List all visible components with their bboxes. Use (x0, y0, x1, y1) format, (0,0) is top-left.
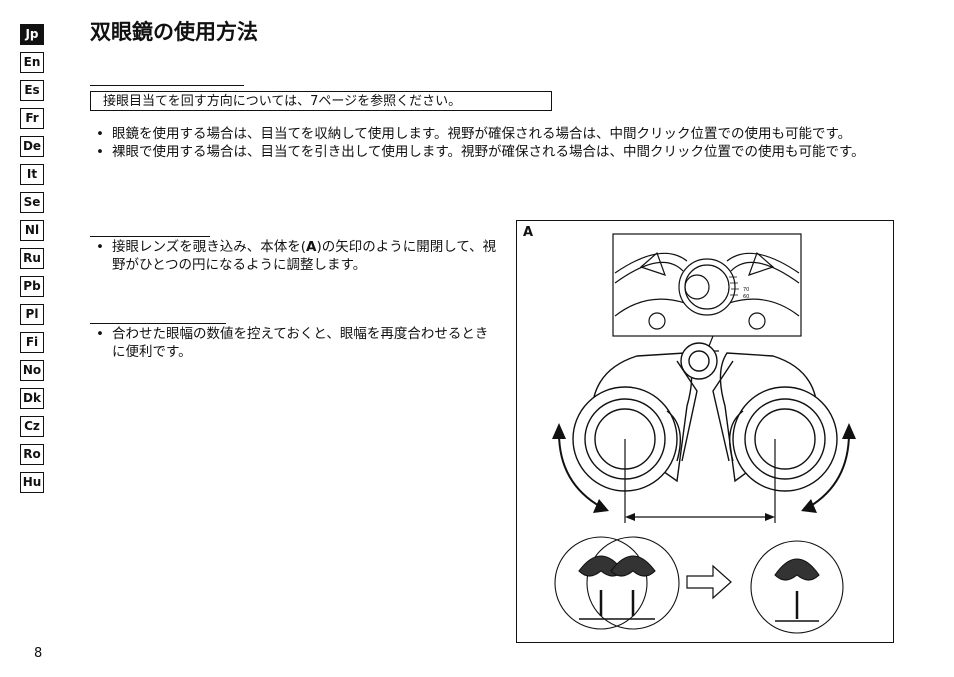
list-item: 眼鏡を使用する場合は、目当てを収納して使用します。視野が確保される場合は、中間ク… (90, 125, 900, 143)
lang-tab-fi[interactable]: Fi (20, 332, 44, 353)
list-item: 裸眼で使用する場合は、目当てを引き出して使用します。視野が確保される場合は、中間… (90, 143, 900, 161)
lang-tab-ro[interactable]: Ro (20, 444, 44, 465)
lang-tab-hu[interactable]: Hu (20, 472, 44, 493)
section-rule (90, 323, 226, 324)
bullet-text: )の矢印のように開閉して、視野がひとつの円になるように調整します。 (112, 239, 497, 273)
lang-tab-pb[interactable]: Pb (20, 276, 44, 297)
field-of-view-after (750, 540, 844, 634)
binocular-illustration: 70 60 (552, 233, 856, 634)
lang-tab-en[interactable]: En (20, 52, 44, 73)
ipd-measure-line (624, 439, 776, 523)
list-item: 合わせた眼幅の数値を控えておくと、眼幅を再度合わせるときに便利です。 (90, 325, 500, 361)
section-rule (90, 236, 210, 237)
ipd-memo-bullets: 合わせた眼幅の数値を控えておくと、眼幅を再度合わせるときに便利です。 (90, 325, 500, 361)
lang-tab-no[interactable]: No (20, 360, 44, 381)
arrow-head-icon (552, 423, 566, 439)
arrow-right-icon (686, 564, 732, 600)
lang-tab-de[interactable]: De (20, 136, 44, 157)
lang-tab-pl[interactable]: Pl (20, 304, 44, 325)
scale-value: 60 (743, 294, 749, 300)
scale-value: 70 (743, 287, 749, 293)
list-item: 接眼レンズを覗き込み、本体を(A)の矢印のように開閉して、視野がひとつの円になる… (90, 238, 500, 274)
lang-tab-nl[interactable]: Nl (20, 220, 44, 241)
lang-tab-dk[interactable]: Dk (20, 388, 44, 409)
bullet-text: 接眼レンズを覗き込み、本体を( (112, 239, 306, 255)
arrow-head-icon (842, 423, 856, 439)
note-box: 接眼目当てを回す方向については、7ページを参照ください。 (90, 91, 552, 111)
figure-label: A (523, 225, 534, 240)
lang-tab-fr[interactable]: Fr (20, 108, 44, 129)
figure-a: A 70 60 (516, 220, 894, 643)
lang-tab-it[interactable]: It (20, 164, 44, 185)
ipd-adjust-bullets: 接眼レンズを覗き込み、本体を(A)の矢印のように開閉して、視野がひとつの円になる… (90, 238, 500, 274)
scale-closeup-inset (612, 233, 802, 337)
lang-tab-cz[interactable]: Cz (20, 416, 44, 437)
page-number: 8 (34, 646, 43, 661)
figure-reference: A (306, 239, 317, 255)
page-title: 双眼鏡の使用方法 (90, 20, 258, 44)
binocular-body (572, 342, 838, 492)
eyecup-bullets: 眼鏡を使用する場合は、目当てを収納して使用します。視野が確保される場合は、中間ク… (90, 125, 900, 161)
section-rule (90, 85, 244, 86)
lang-tab-se[interactable]: Se (20, 192, 44, 213)
open-close-arrows (558, 432, 850, 508)
arrow-head-icon (801, 499, 817, 513)
lang-tab-es[interactable]: Es (20, 80, 44, 101)
lang-tab-ru[interactable]: Ru (20, 248, 44, 269)
arrow-head-icon (593, 499, 609, 513)
lang-tab-jp[interactable]: Jp (20, 24, 44, 45)
field-of-view-before (554, 536, 680, 630)
